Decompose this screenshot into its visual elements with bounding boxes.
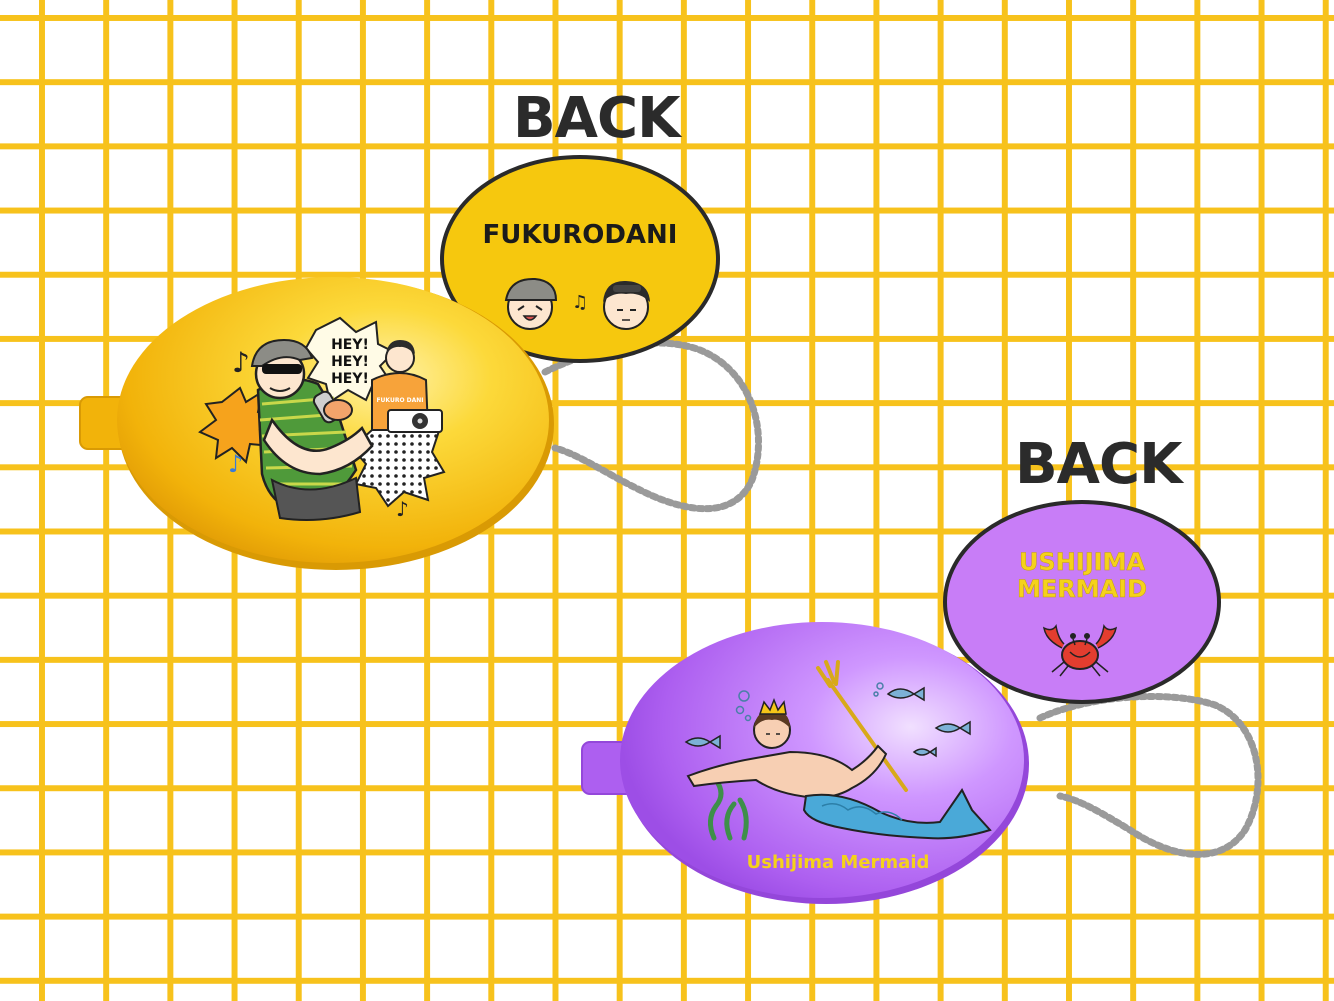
- fukurodani-back-title: FUKURODANI: [483, 220, 678, 250]
- music-note-icon: ♫: [572, 292, 588, 313]
- music-note-icon-1: ♪: [232, 346, 250, 379]
- crab-icon: [1043, 624, 1117, 677]
- ball-chain-fukurodani: [541, 339, 762, 513]
- music-note-icon-3: ♪: [396, 497, 409, 521]
- ushijima-caption: Ushijima Mermaid: [747, 852, 930, 873]
- merman-character: [686, 697, 992, 840]
- ushijima-back-title-2: MERMAID: [1017, 575, 1147, 603]
- shout-line-3: HEY!: [331, 371, 369, 387]
- music-note-icon-2: ♪: [228, 450, 243, 478]
- fish-group: [684, 686, 971, 758]
- ball-chain-ushijima: [1036, 692, 1262, 858]
- crown-icon: [758, 697, 787, 715]
- shout-line-1: HEY!: [331, 337, 369, 353]
- fukurodani-back-medallion: FUKURODANI ♫: [440, 155, 720, 363]
- dj-shirt-text: FUKURO DANI: [376, 397, 423, 404]
- seaweed: [708, 777, 749, 841]
- shout-line-2: HEY!: [331, 354, 369, 370]
- fukurodani-front-case: HEY! HEY! HEY! ♪ ♪ ♪ FUKURO DANI: [79, 277, 554, 570]
- ushijima-back-title-1: USHIJIMA: [1019, 548, 1146, 576]
- dj-character: FUKURO DANI: [371, 340, 443, 433]
- back-label-ushijima: BACK: [1015, 432, 1183, 497]
- chibi-face-right: [603, 280, 650, 330]
- bubbles: [735, 682, 884, 722]
- trident: [816, 660, 908, 792]
- chibi-face-left: [504, 277, 558, 330]
- back-label-fukurodani: BACK: [513, 86, 681, 151]
- ushijima-front-case: Ushijima Mermaid: [581, 622, 1029, 904]
- rapper-character: [250, 338, 374, 521]
- ushijima-back-medallion: USHIJIMA MERMAID: [943, 500, 1221, 704]
